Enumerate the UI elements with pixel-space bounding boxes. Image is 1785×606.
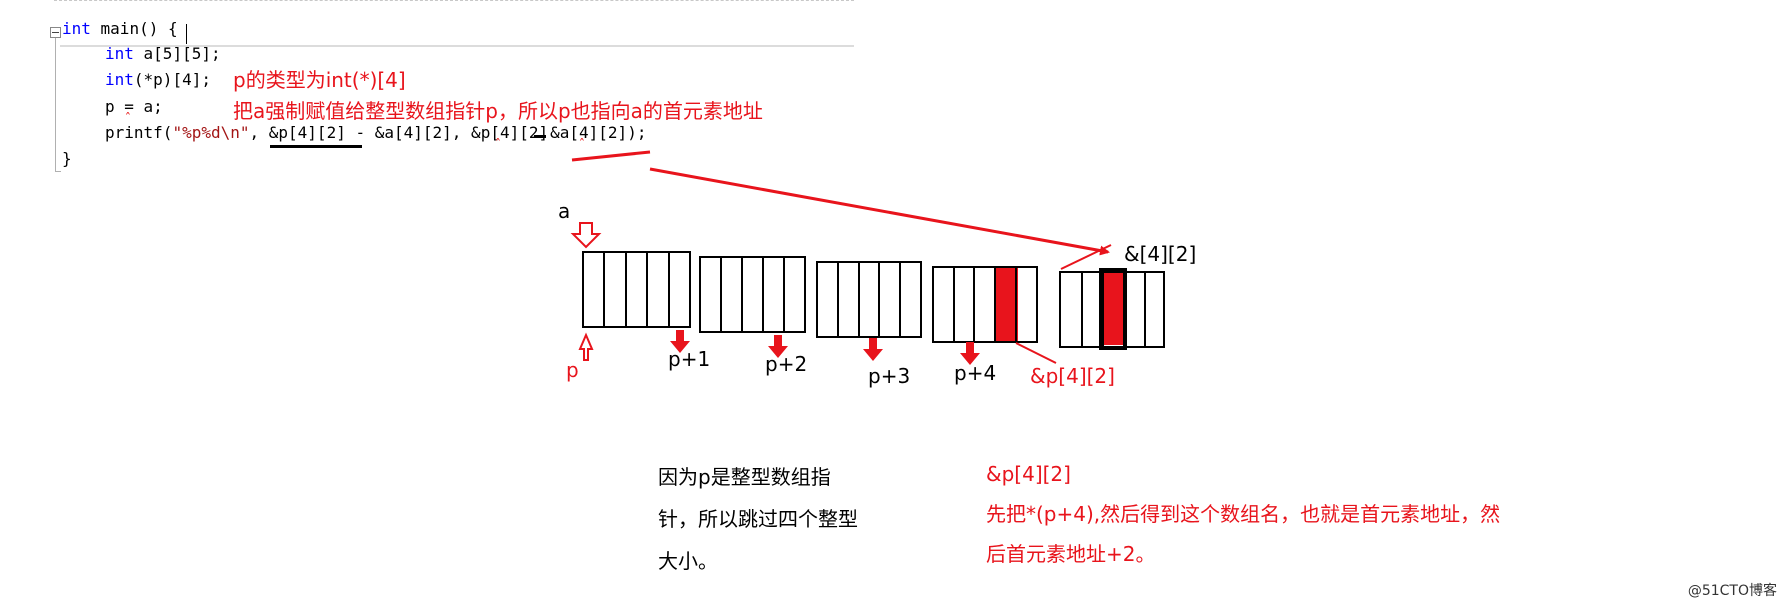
explanation-line: &p[4][2] [986,462,1071,486]
pointer-line-a42 [1060,244,1112,270]
indent-guide [55,38,61,172]
down-arrow-icon [768,335,788,358]
warning-squiggle: ˆ [124,112,132,127]
highlight-underline [270,145,362,148]
array-block-2 [816,261,922,338]
down-arrow-icon [670,330,690,353]
text-cursor [186,24,187,44]
code-text: main() { [90,19,178,38]
code-text: (*p)[4]; [133,70,211,89]
code-text: &a[4][2]); [550,123,647,142]
watermark: @51CTO博客 [1687,583,1777,599]
highlighted-cell-p42 [995,267,1018,342]
code-text: } [62,149,72,168]
assign-annotation: 把a强制赋值给整型数组指针p，所以p也指向a的首元素地址 [233,99,763,123]
array-block-3 [932,266,1038,343]
array-row-1 [699,256,806,333]
keyword: int [105,44,134,63]
code-line-6: } [62,149,72,169]
array-block-1 [699,256,806,333]
explanation-line: 针，所以跳过四个整型 [658,507,858,531]
code-editor[interactable]: int main() { int a[5][5]; int(*p)[4]; p … [0,0,860,185]
down-arrow-icon [960,342,980,365]
label-p-plus-3: p+3 [868,364,911,388]
code-line-5: printf("%p%d\n", &p[4][2] - &a[4][2], &p… [105,123,646,143]
label-p-plus-4: p+4 [954,361,997,385]
keyword: int [105,70,134,89]
array-row-4 [1059,268,1165,350]
code-text: printf( [105,123,173,142]
array-row-2 [816,261,922,338]
array-row-0 [582,251,691,328]
explanation-line: 大小。 [658,549,718,573]
code-text: a[5][5]; [133,44,221,63]
warning-squiggle: ˆ [578,138,586,153]
label-p-plus-1: p+1 [668,347,711,371]
explanation-left: 因为p是整型数组指 针，所以跳过四个整型 大小。 [658,456,858,582]
explanation-line: 后首元素地址+2。 [986,542,1156,566]
code-line-1: int main() { [62,19,178,39]
up-arrow-icon [578,332,594,361]
pointer-line-p42 [1015,342,1057,364]
array-row-3 [932,266,1038,343]
code-line-2: int a[5][5]; [105,44,221,64]
down-arrow-icon [863,338,883,361]
editor-top-border [54,0,854,1]
down-arrow-icon [570,222,602,249]
label-p: p [566,358,579,382]
array-block-0 [582,251,691,328]
explanation-line: 因为p是整型数组指 [658,465,831,489]
keyword: int [62,19,91,38]
function-separator [60,45,854,47]
pointer-arrow-a42 [649,167,1110,256]
code-text: , &p[4][2] - &a[4][2], &p[4][2] [249,123,549,142]
type-annotation: p的类型为int(*)[4] [233,68,406,92]
code-line-3: int(*p)[4]; [105,70,211,90]
label-p42: &p[4][2] [1030,364,1115,388]
warning-squiggle: ˆ [494,138,502,153]
explanation-line: 先把*(p+4),然后得到这个数组名，也就是首元素地址，然 [986,502,1501,526]
fold-toggle-icon[interactable] [50,27,61,38]
label-a: a [558,199,571,223]
string-literal: "%p%d\n" [172,123,250,142]
target-cell-outline [1099,268,1127,350]
highlighted-cell-a42 [1104,272,1124,345]
connector-line [571,150,651,162]
code-text: p = a; [105,97,163,116]
code-line-4: p = a; [105,97,163,117]
explanation-right: &p[4][2] 先把*(p+4),然后得到这个数组名，也就是首元素地址，然 后… [986,454,1500,574]
label-p-plus-2: p+2 [765,352,808,376]
label-a42: &[4][2] [1124,242,1197,266]
edit-mark [534,135,546,138]
